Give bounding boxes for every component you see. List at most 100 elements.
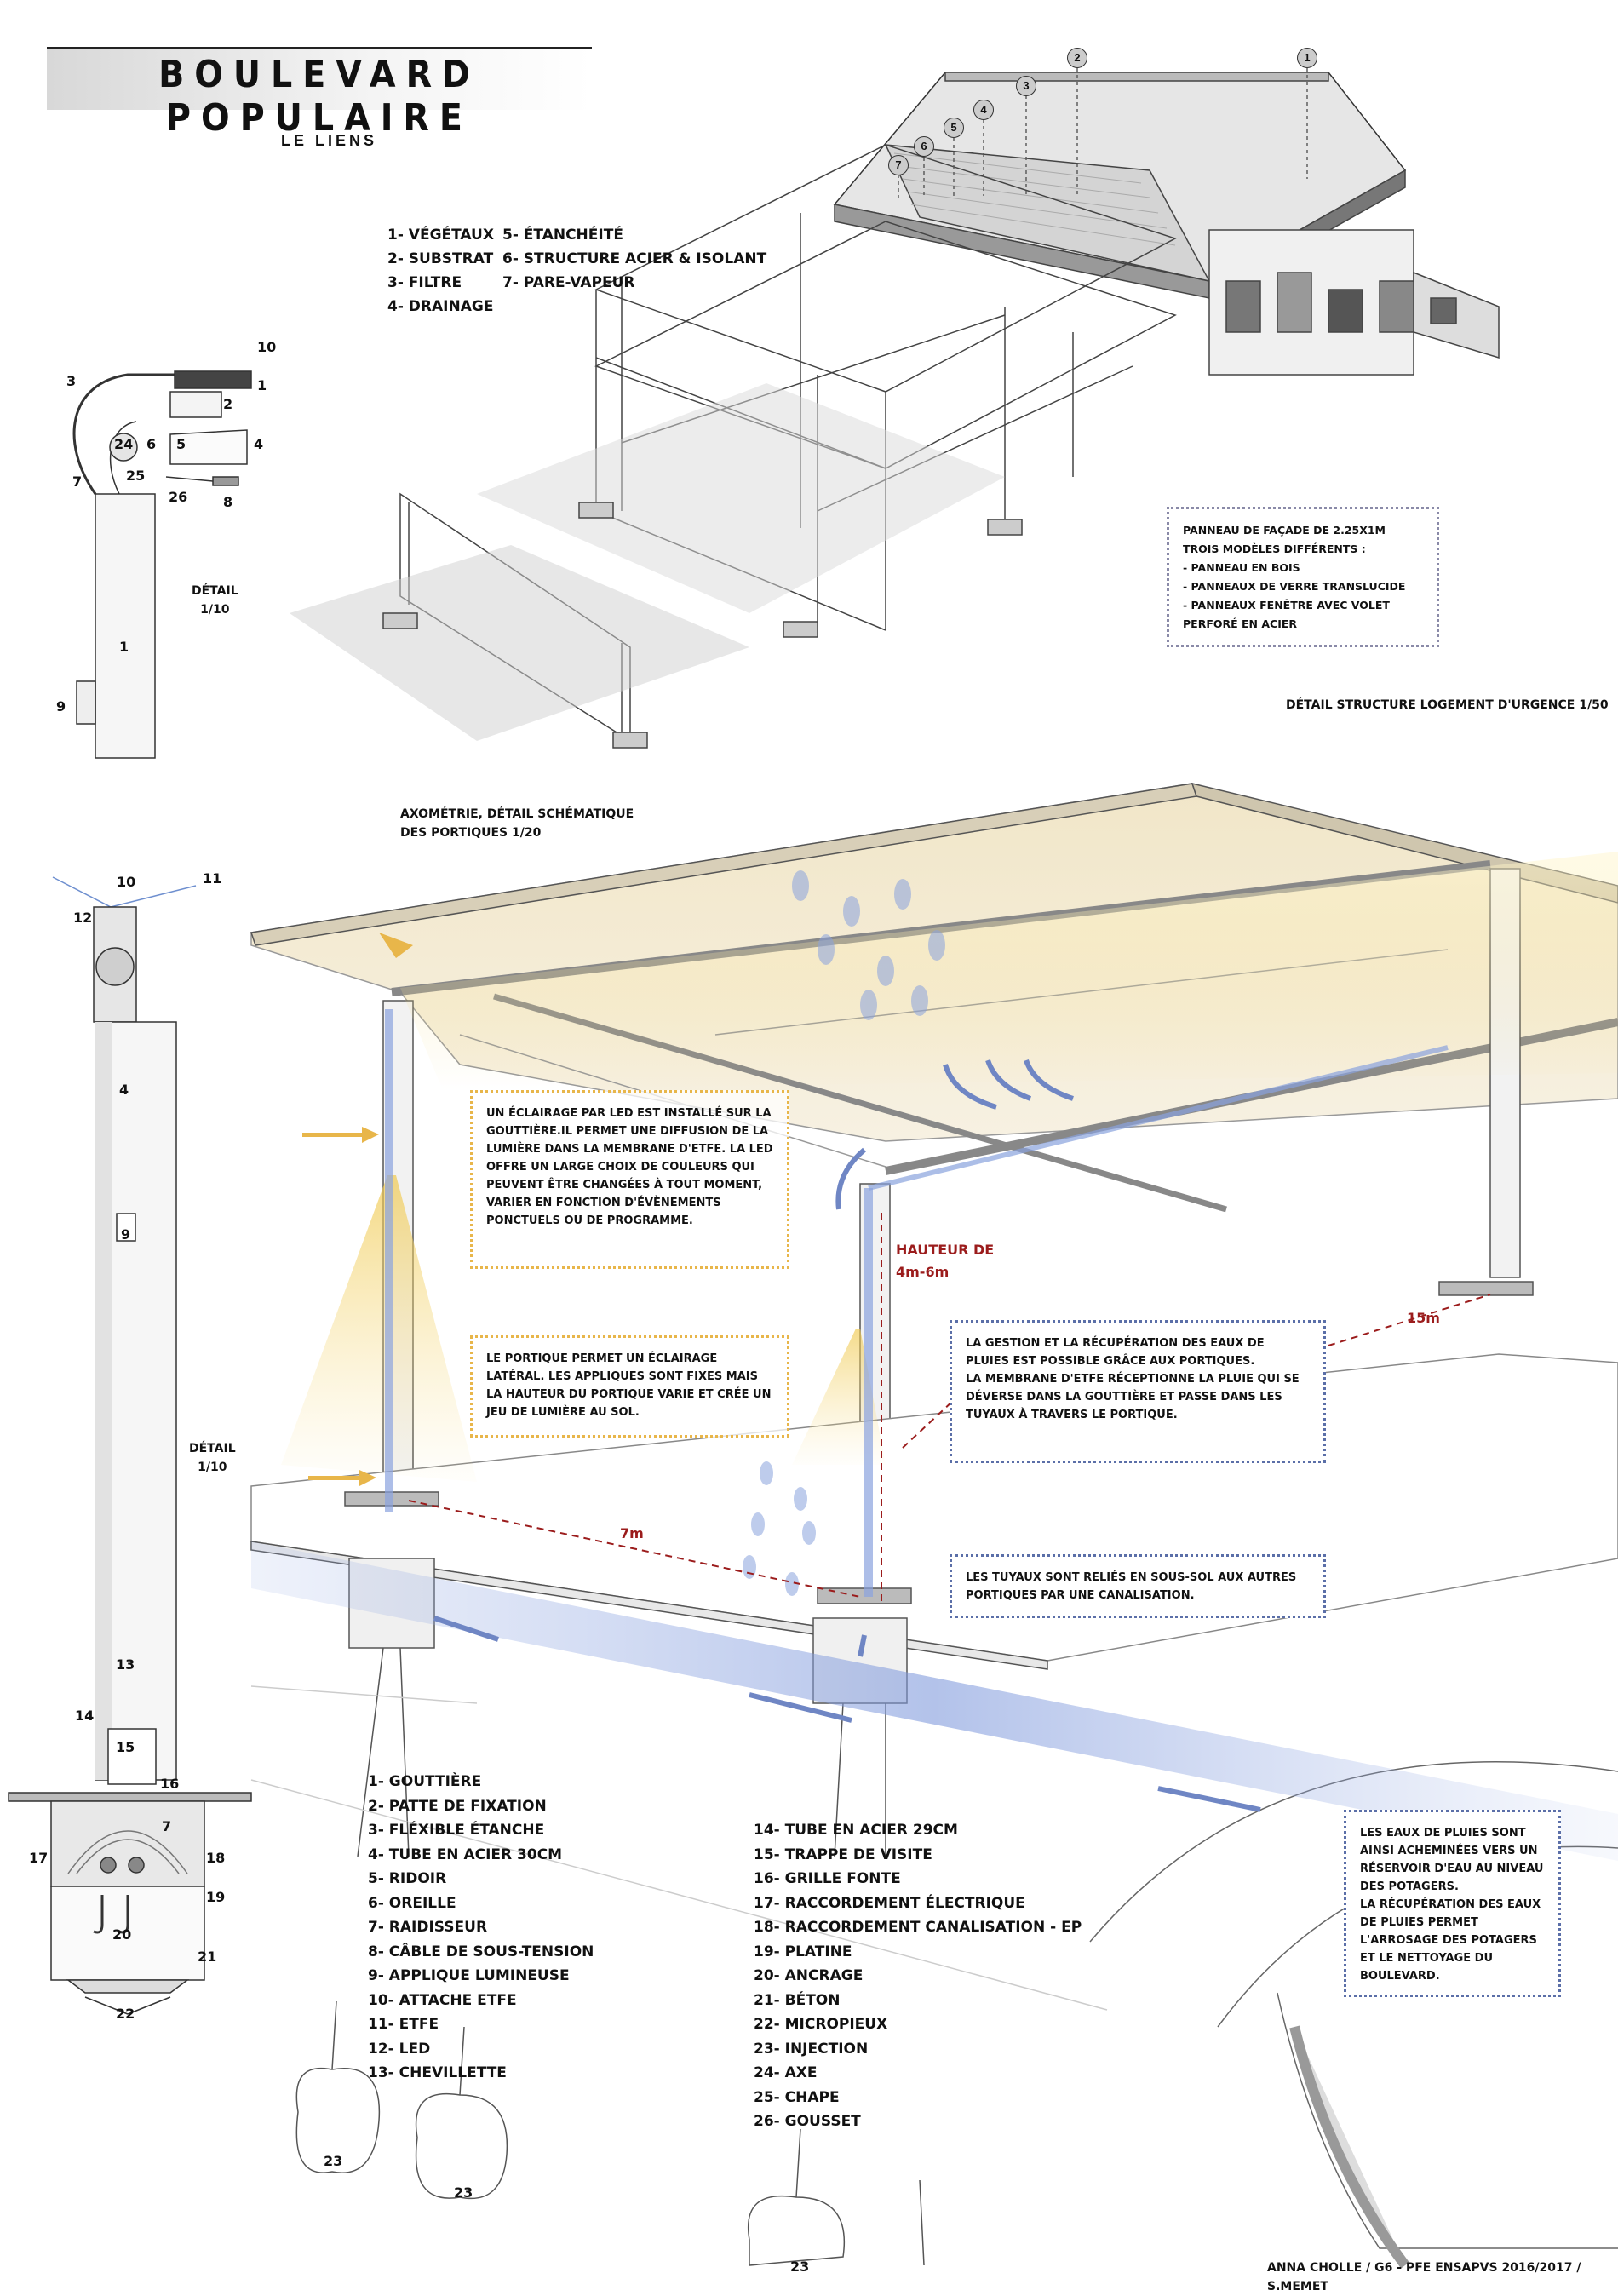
small-detail-num: 1 [257,377,267,393]
big-detail-num: 12 [73,910,93,926]
big-detail-num: 14 [75,1708,95,1724]
legend-item: 9- APPLIQUE LUMINEUSE [368,1967,570,1984]
legend-item: 2- PATTE DE FIXATION [368,1797,547,1815]
title-bar [47,47,592,110]
facade-note-line: - PANNEAUX FENÊTRE AVEC VOLET PERFORÉ EN… [1183,599,1390,630]
small-detail-num: 8 [223,494,233,510]
small-detail-drawing [72,370,252,759]
pile-number: 23 [790,2259,810,2275]
bottom-legend-col1: 1- GOUTTIÈRE 2- PATTE DE FIXATION 3- FLÉ… [368,1770,594,2086]
legend-item: 5- RIDOIR [368,1870,447,1887]
footer-credit: ANNA CHOLLE / G6 - PFE ENSAPVS 2016/2017… [1267,2261,1581,2293]
legend-item: 8- CÂBLE DE SOUS-TENSION [368,1943,594,1960]
gardens-note-p1: LES EAUX DE PLUIES SONT AINSI ACHEMINÉES… [1360,1827,1544,1893]
big-detail-num: 18 [206,1850,226,1866]
top-legend-item: 5- ÉTANCHÉITÉ [502,227,623,244]
bottom-legend-col2: 14- TUBE EN ACIER 29CM 15- TRAPPE DE VIS… [754,1818,1082,2134]
legend-item: 17- RACCORDEMENT ÉLECTRIQUE [754,1894,1025,1912]
axo-number-7: 7 [888,155,909,175]
small-detail-num: 24 [114,436,134,452]
big-detail-num: 17 [29,1850,49,1866]
legend-item: 11- ETFE [368,2016,439,2033]
top-legend-item: 6- STRUCTURE ACIER & ISOLANT [502,250,767,267]
small-detail-num: 9 [56,698,66,715]
small-detail-num: 7 [72,474,83,490]
big-detail-num: 16 [160,1776,180,1792]
big-detail-scale: DÉTAIL 1/10 [189,1439,236,1477]
portique-note: LE PORTIQUE PERMET UN ÉCLAIRAGE LATÉRAL.… [470,1335,789,1438]
legend-item: 10- ATTACHE ETFE [368,1991,517,2009]
axo-number-1: 1 [1297,48,1317,68]
legend-item: 14- TUBE EN ACIER 29CM [754,1822,958,1839]
axometry-label-line1: AXOMÉTRIE, DÉTAIL SCHÉMATIQUE [400,807,634,821]
small-detail-scale-line1: DÉTAIL [192,584,238,598]
legend-item: 22- MICROPIEUX [754,2016,888,2033]
legend-item: 24- AXE [754,2064,818,2081]
height-label: HAUTEUR DE 4m-6m [896,1239,994,1283]
facade-note-line: TROIS MODÈLES DIFFÉRENTS : [1183,542,1366,555]
led-note: UN ÉCLAIRAGE PAR LED EST INSTALLÉ SUR LA… [470,1090,789,1269]
top-legend-item: 1- VÉGÉTAUX [387,227,494,244]
small-detail-num: 10 [257,339,277,355]
detail-structure-label: DÉTAIL STRUCTURE LOGEMENT D'URGENCE 1/50 [1286,698,1609,712]
facade-panel-note: PANNEAU DE FAÇADE DE 2.25X1M TROIS MODÈL… [1167,507,1439,647]
top-legend-item: 4- DRAINAGE [387,298,494,315]
big-detail-num: 13 [116,1656,135,1673]
small-detail-num: 4 [254,436,264,452]
top-number-leaders [898,68,1308,200]
pipes-note: LES TUYAUX SONT RELIÉS EN SOUS-SOL AUX A… [950,1554,1326,1618]
gardens-note: LES EAUX DE PLUIES SONT AINSI ACHEMINÉES… [1344,1810,1561,1997]
big-detail-scale-line2: 1/10 [198,1461,227,1474]
small-detail-num: 26 [169,489,188,505]
dimension-15m: 15m [1407,1310,1440,1326]
pile-number: 23 [324,2153,343,2169]
top-legend-item: 3- FILTRE [387,274,462,291]
legend-item: 16- GRILLE FONTE [754,1870,901,1887]
big-detail-drawing [8,876,252,2015]
water-flows [251,1009,1618,1861]
facade-note-line: PANNEAU DE FAÇADE DE 2.25X1M [1183,524,1386,537]
axo-number-5: 5 [944,118,964,138]
top-legend-col1: 1- VÉGÉTAUX 2- SUBSTRAT 3- FILTRE 4- DRA… [387,223,494,319]
gardens-note-p2: LA RÉCUPÉRATION DES EAUX DE PLUIES PERME… [1360,1898,1541,1983]
big-detail-num: 21 [198,1949,217,1965]
axo-number-6: 6 [914,136,934,157]
axo-number-3: 3 [1016,76,1036,96]
legend-item: 19- PLATINE [754,1943,852,1960]
small-detail-num: 5 [176,436,186,452]
axo-number-2: 2 [1067,48,1087,68]
top-legend-item: 2- SUBSTRAT [387,250,494,267]
legend-item: 4- TUBE EN ACIER 30CM [368,1845,563,1863]
big-detail-num: 11 [203,870,222,887]
legend-item: 13- CHEVILLETTE [368,2064,507,2081]
light-beams [281,852,1618,1482]
legend-item: 21- BÉTON [754,1991,841,2009]
top-legend-item: 7- PARE-VAPEUR [502,274,635,291]
rain-drops [743,870,945,1596]
small-detail-scale-line2: 1/10 [200,603,230,617]
legend-item: 18- RACCORDEMENT CANALISATION - EP [754,1919,1082,1936]
legend-item: 1- GOUTTIÈRE [368,1773,482,1790]
dimension-7m: 7m [620,1525,644,1541]
top-legend-col2: 5- ÉTANCHÉITÉ 6- STRUCTURE ACIER & ISOLA… [502,223,766,295]
big-detail-num: 4 [119,1082,129,1098]
axometry-label-line2: DES PORTIQUES 1/20 [400,826,542,840]
legend-item: 23- INJECTION [754,2040,869,2058]
small-detail-num: 1 [119,639,129,655]
height-label-line1: HAUTEUR DE [896,1242,995,1258]
height-label-line2: 4m-6m [896,1264,950,1280]
top-axonometric-structure [290,72,1500,749]
rain-management-note: LA GESTION ET LA RÉCUPÉRATION DES EAUX D… [950,1320,1326,1463]
facade-note-line: - PANNEAUX DE VERRE TRANSLUCIDE [1183,580,1406,593]
big-detail-num: 7 [162,1818,172,1834]
legend-item: 25- CHAPE [754,2088,840,2106]
rain-note-p2: LA MEMBRANE D'ETFE RÉCEPTIONNE LA PLUIE … [966,1373,1300,1421]
big-detail-num: 10 [117,874,136,890]
axometry-label: AXOMÉTRIE, DÉTAIL SCHÉMATIQUE DES PORTIQ… [400,805,634,842]
legend-item: 3- FLÉXIBLE ÉTANCHE [368,1822,545,1839]
small-detail-num: 25 [126,468,146,484]
legend-item: 6- OREILLE [368,1894,456,1912]
legend-item: 15- TRAPPE DE VISITE [754,1845,932,1863]
legend-item: 7- RAIDISSEUR [368,1919,488,1936]
big-detail-num: 22 [116,2006,135,2022]
